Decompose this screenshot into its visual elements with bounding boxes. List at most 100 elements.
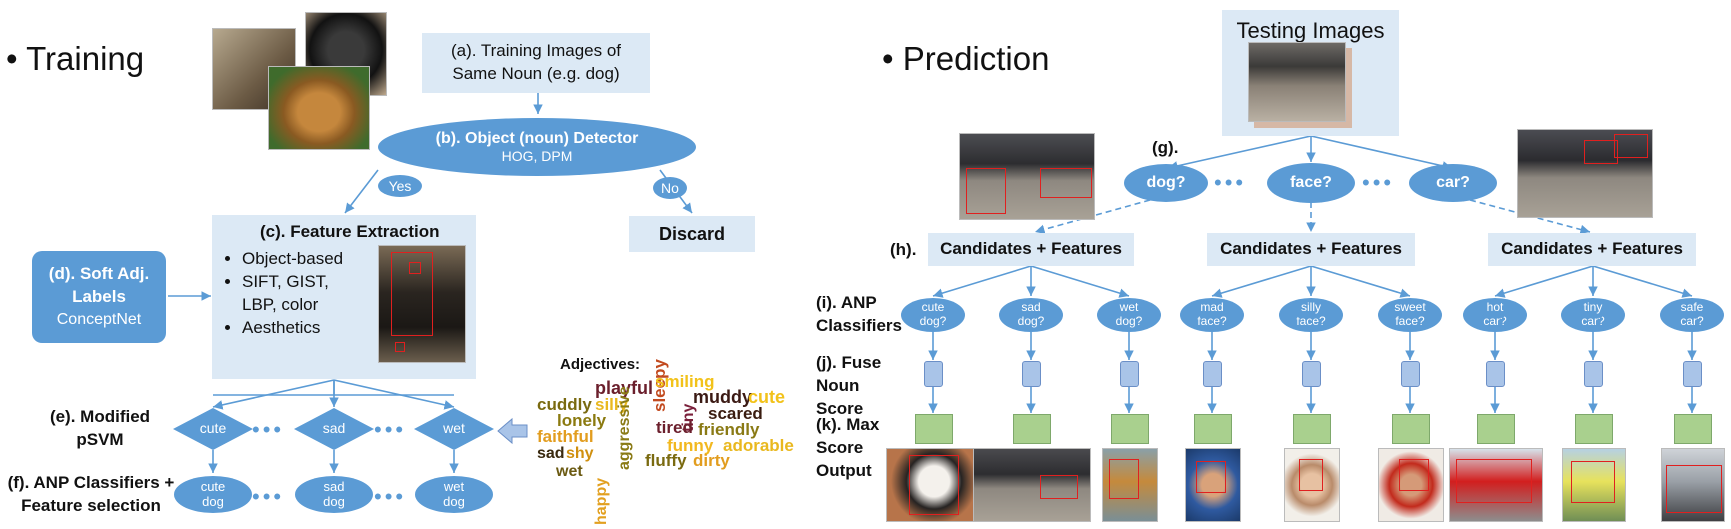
- candidates-box-face: Candidates + Features: [1207, 233, 1415, 266]
- fuse-score-node: [924, 361, 943, 387]
- word-silly: silly: [595, 395, 629, 414]
- word-aggressive: aggressive: [616, 386, 633, 470]
- feature-item: Object-based: [242, 248, 362, 271]
- max-score-node: [1013, 414, 1051, 444]
- word-sad: sad: [537, 445, 565, 462]
- output-photo: [886, 448, 982, 522]
- candidates-box-dog: Candidates + Features: [928, 233, 1134, 266]
- prediction-title: • Prediction: [882, 40, 1050, 77]
- max-score-node: [1575, 414, 1613, 444]
- training-images-label: (a). Training Images of Same Noun (e.g. …: [450, 41, 622, 83]
- object-detector-sub: HOG, DPM: [501, 148, 573, 165]
- dog-photo-3: [268, 66, 370, 150]
- max-score-node: [1392, 414, 1430, 444]
- anp-node-wet-dog: wet dog: [415, 476, 493, 513]
- adjective-diamond-sad: sad: [294, 408, 374, 450]
- dog-detection-photo: [959, 133, 1095, 220]
- anp-node-sad-dog: sad dog: [295, 476, 373, 513]
- ellipsis: •••: [1482, 308, 1508, 325]
- object-detector-title: (b). Object (noun) Detector: [435, 129, 639, 147]
- anp-classifier-node: mad face?: [1180, 298, 1244, 332]
- output-photo: [973, 448, 1091, 522]
- feature-item: SIFT, GIST, LBP, color: [242, 271, 362, 317]
- output-photo: [1102, 448, 1158, 522]
- object-detector-node: (b). Object (noun) Detector HOG, DPM: [378, 118, 696, 176]
- training-title: • Training: [6, 40, 145, 77]
- anp-node-cute-dog: cute dog: [174, 476, 252, 513]
- output-photo: [1449, 448, 1543, 522]
- word-smiling: smiling: [655, 372, 715, 391]
- adjective-diamond-cute: cute: [173, 408, 253, 450]
- noun-node-face: face?: [1267, 163, 1355, 203]
- word-shy: shy: [566, 445, 594, 462]
- adjective-label: wet: [443, 420, 465, 436]
- max-score-node: [1293, 414, 1331, 444]
- fuse-score-node: [1584, 361, 1603, 387]
- yes-label: Yes: [388, 177, 412, 194]
- soft-labels-title: (d). Soft Adj. Labels: [48, 264, 150, 307]
- fuse-score-node: [1302, 361, 1321, 387]
- anp-classifier-node: sad dog?: [999, 298, 1063, 332]
- testing-photo: [1248, 42, 1346, 122]
- anp-classifier-node: safe car?: [1660, 298, 1724, 332]
- word-dirty: dirty: [693, 451, 730, 470]
- anp-classifier-node: silly face?: [1279, 298, 1343, 332]
- fuse-score-node: [1022, 361, 1041, 387]
- adjectives-title: Adjectives:: [560, 356, 641, 373]
- ellipsis: •••: [1362, 170, 1395, 195]
- ellipsis: •••: [1199, 308, 1225, 325]
- max-score-node: [1477, 414, 1515, 444]
- word-friendly: friendly: [698, 420, 760, 439]
- word-tired: tired: [656, 418, 693, 437]
- ellipsis: •••: [1214, 170, 1247, 195]
- word-cute: cute: [748, 387, 786, 407]
- noun-node-dog: dog?: [1124, 164, 1208, 202]
- fuse-score-node: [1203, 361, 1222, 387]
- max-score-output-label: (k). Max Score Output: [816, 415, 880, 480]
- word-faithful: faithful: [537, 427, 594, 446]
- word-adorable: adorable: [723, 436, 794, 455]
- fuse-score-node: [1401, 361, 1420, 387]
- ellipsis: •••: [1017, 308, 1043, 325]
- word-muddy: muddy: [693, 387, 753, 407]
- ellipsis: •••: [374, 484, 407, 509]
- word-fluffy: fluffy: [645, 451, 687, 470]
- anp-classifier-node: cute dog?: [901, 298, 965, 332]
- testing-images-label: Testing Images: [1236, 18, 1385, 43]
- car-detection-photo: [1517, 129, 1653, 218]
- word-funny: funny: [667, 436, 714, 455]
- anp-classifier-node: hot car?: [1463, 298, 1527, 332]
- feature-dog-photo: [378, 245, 466, 363]
- ellipsis: •••: [252, 417, 285, 442]
- adjective-label: cute: [199, 420, 227, 436]
- max-score-node: [1194, 414, 1232, 444]
- no-node: No: [653, 177, 687, 199]
- yes-node: Yes: [378, 175, 422, 197]
- word-lonely: lonely: [557, 411, 607, 430]
- ellipsis: •••: [1297, 308, 1323, 325]
- word-playful: playful: [595, 378, 654, 398]
- fuse-noun-score-label: (j). Fuse Noun Score: [816, 353, 882, 418]
- word-scared: scared: [708, 404, 763, 423]
- anp-classifier-node: sweet face?: [1378, 298, 1442, 332]
- anp-classifier-node: wet dog?: [1097, 298, 1161, 332]
- ellipsis: •••: [1580, 308, 1606, 325]
- output-photo: [1562, 448, 1626, 522]
- fuse-score-node: [1120, 361, 1139, 387]
- feature-extraction-title: (c). Feature Extraction: [260, 222, 440, 241]
- word-happy: happy: [593, 477, 610, 525]
- noun-node-car: car?: [1409, 164, 1497, 202]
- anp-classifier-node: tiny car?: [1561, 298, 1625, 332]
- h-label: (h).: [890, 240, 917, 259]
- no-label: No: [661, 179, 679, 196]
- max-score-node: [1674, 414, 1712, 444]
- output-photo: [1661, 448, 1725, 522]
- output-photo: [1284, 448, 1340, 522]
- feature-item: Aesthetics: [242, 317, 362, 340]
- word-cuddly: cuddly: [537, 395, 592, 414]
- feature-list: Object-based SIFT, GIST, LBP, color Aest…: [220, 248, 362, 340]
- g-label: (g).: [1152, 138, 1179, 157]
- soft-labels-box: (d). Soft Adj. Labels ConceptNet: [32, 251, 166, 343]
- modified-psvm-label: (e). Modified pSVM: [49, 407, 151, 449]
